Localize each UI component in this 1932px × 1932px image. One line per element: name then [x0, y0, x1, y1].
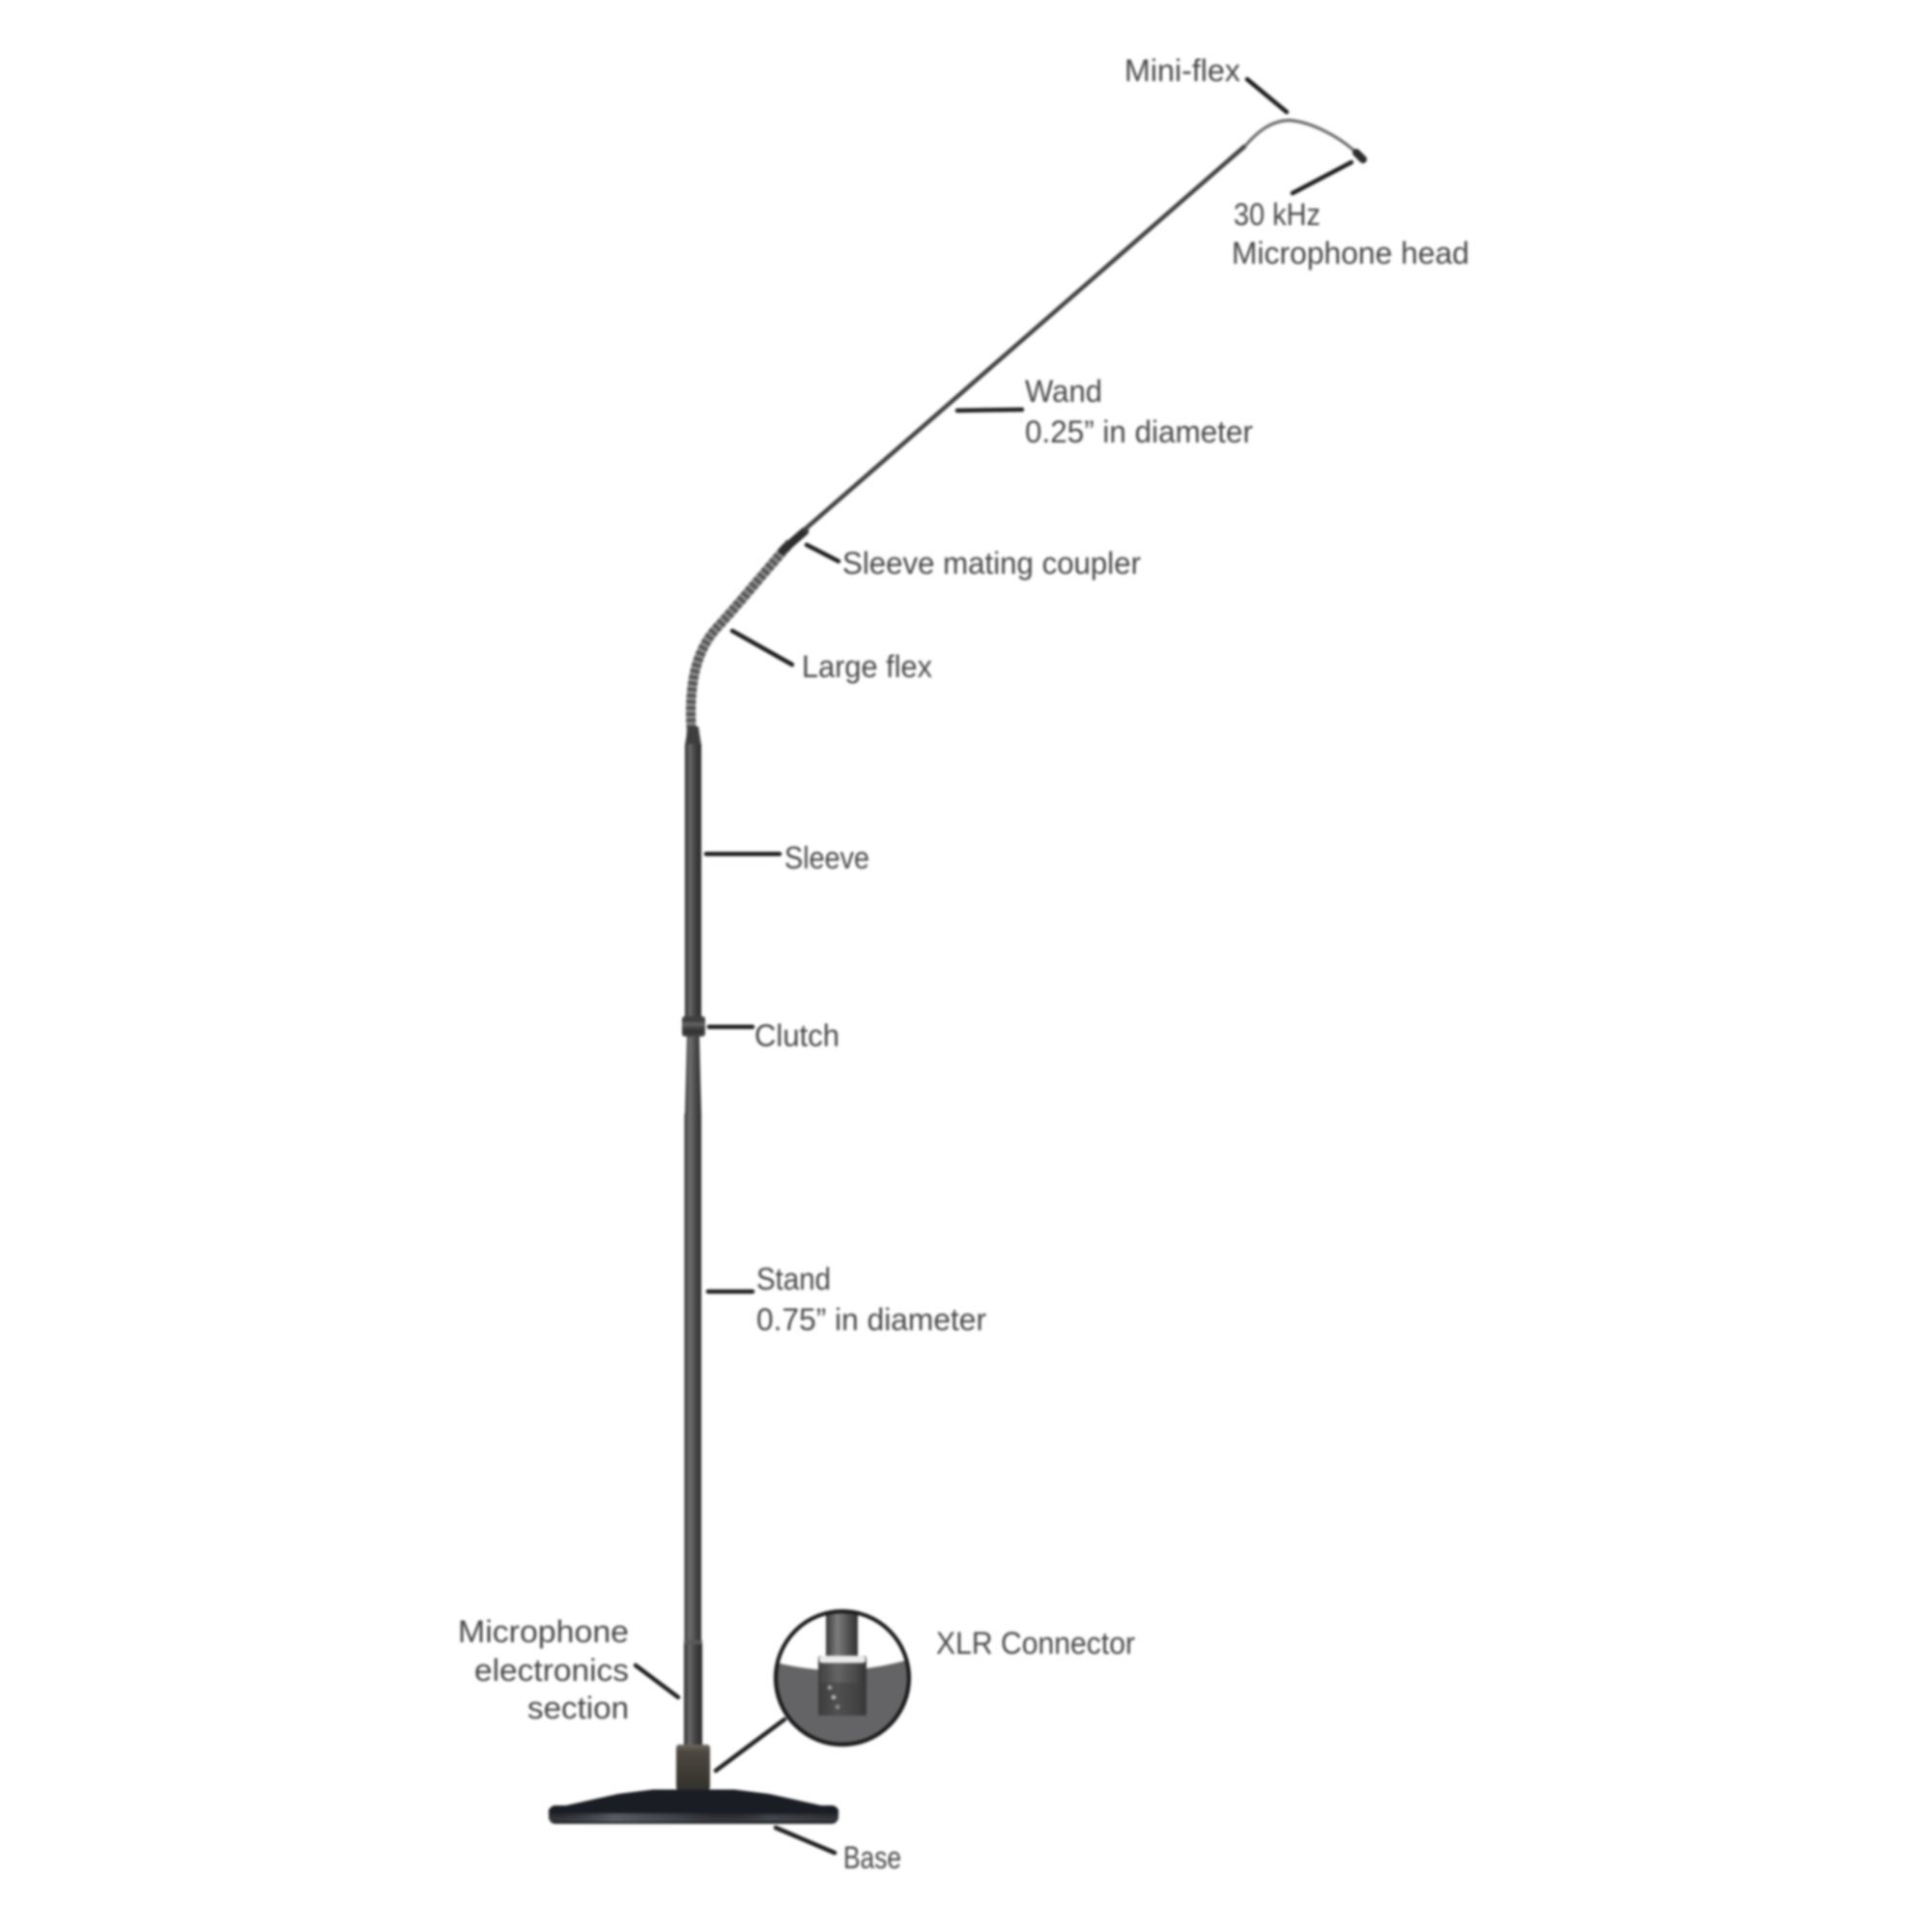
- svg-text:section: section: [527, 1690, 629, 1725]
- svg-text:0.75” in diameter: 0.75” in diameter: [756, 1302, 986, 1337]
- svg-text:Microphone head: Microphone head: [1232, 236, 1469, 270]
- svg-text:Mini-flex: Mini-flex: [1124, 53, 1240, 88]
- svg-text:Sleeve mating coupler: Sleeve mating coupler: [842, 546, 1141, 581]
- svg-text:XLR Connector: XLR Connector: [936, 1626, 1135, 1661]
- svg-text:Wand: Wand: [1025, 374, 1102, 409]
- svg-text:0.25” in diameter: 0.25” in diameter: [1025, 414, 1253, 449]
- svg-text:Base: Base: [843, 1840, 901, 1875]
- svg-text:Stand: Stand: [756, 1262, 831, 1296]
- svg-text:Large flex: Large flex: [802, 649, 932, 684]
- svg-text:30 kHz: 30 kHz: [1234, 197, 1321, 232]
- svg-text:Sleeve: Sleeve: [784, 840, 869, 875]
- svg-text:electronics: electronics: [474, 1653, 629, 1688]
- svg-text:Clutch: Clutch: [754, 1018, 839, 1053]
- svg-text:Microphone: Microphone: [458, 1614, 629, 1649]
